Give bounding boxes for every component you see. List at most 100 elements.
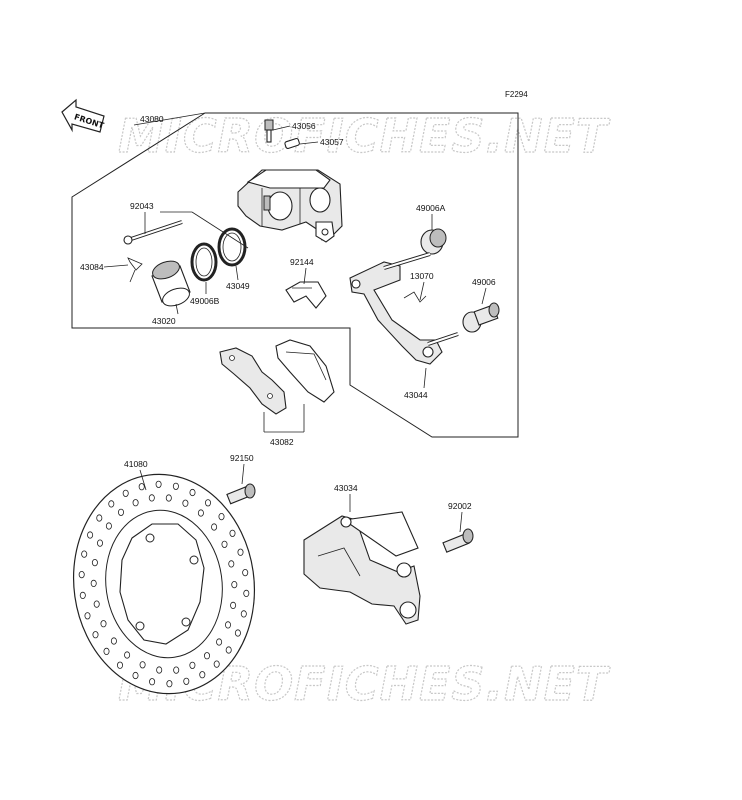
disc-hole <box>204 499 211 507</box>
disc-hole <box>240 610 247 618</box>
caliper-pin <box>123 220 183 245</box>
leader-lines <box>103 125 487 533</box>
label-43049: 43049 <box>226 281 250 291</box>
disc-hole <box>79 591 86 600</box>
label-43056: 43056 <box>292 121 316 131</box>
label-92002: 92002 <box>448 501 472 511</box>
disc-hole <box>108 500 115 508</box>
disc-hole <box>139 661 146 669</box>
dust-seal <box>217 227 247 267</box>
disc-hole <box>138 483 145 491</box>
disc-hole <box>225 646 232 654</box>
disc-hole <box>189 488 196 497</box>
disc-hole <box>166 680 173 688</box>
disc-hole <box>156 666 163 674</box>
label-43084: 43084 <box>80 262 104 272</box>
brake-disc <box>72 473 256 695</box>
label-43080: 43080 <box>140 114 164 124</box>
disc-hole <box>132 499 139 507</box>
disc-hole <box>173 666 180 674</box>
disc-hole <box>117 661 124 669</box>
disc-hole <box>87 531 94 539</box>
disc-hole <box>199 671 206 679</box>
disc-hole <box>97 539 104 547</box>
caliper-holder <box>303 511 421 625</box>
pad-spring <box>285 281 327 309</box>
disc-hole <box>105 522 112 530</box>
label-13070: 13070 <box>410 271 434 281</box>
disc-hole <box>149 678 156 686</box>
disc-hole <box>234 629 241 637</box>
disc-hole <box>211 523 218 531</box>
label-92144: 92144 <box>290 257 314 267</box>
disc-hole <box>230 601 237 610</box>
label-43034: 43034 <box>334 483 358 493</box>
disc-hole <box>218 512 225 521</box>
disc-hole <box>100 620 107 628</box>
disc-hole <box>237 548 244 556</box>
disc-hole <box>243 589 250 598</box>
disc-hole <box>189 661 196 669</box>
label-41080: 41080 <box>124 459 148 469</box>
disc-hole <box>81 550 88 558</box>
bleeder-cap <box>284 137 300 149</box>
watermark-top: MICROFICHES.NET <box>118 109 611 163</box>
assembly-box <box>71 112 519 438</box>
disc-hole <box>182 499 189 507</box>
disc-hole <box>96 514 103 522</box>
disc-hole <box>228 560 235 568</box>
label-49006: 49006 <box>472 277 496 287</box>
disc-holes <box>78 480 250 688</box>
disc-hole <box>213 660 220 668</box>
disc-hole <box>122 489 129 497</box>
front-arrow-icon: FRONT <box>61 98 105 133</box>
label-43057: 43057 <box>320 137 344 147</box>
disc-hole <box>110 637 117 645</box>
disc-hole <box>197 509 204 517</box>
disc-hole <box>229 529 236 537</box>
disc-hole <box>124 651 131 659</box>
figure-id: F2294 <box>505 90 528 99</box>
label-43020: 43020 <box>152 316 176 326</box>
label-92043: 92043 <box>130 201 154 211</box>
disc-hole <box>148 494 155 502</box>
caliper-bracket <box>349 252 459 365</box>
disc-hole <box>172 482 179 490</box>
piston-seal <box>190 242 218 282</box>
caliper-body <box>237 169 343 243</box>
disc-hole <box>91 558 98 567</box>
disc-hole <box>231 580 238 589</box>
disc-hole <box>242 568 249 577</box>
disc-hole <box>103 647 110 656</box>
disc-bolt <box>226 483 256 505</box>
label-43044: 43044 <box>404 390 428 400</box>
disc-hole <box>224 621 231 629</box>
bleeder-valve <box>264 119 274 143</box>
disc-hole <box>90 579 97 588</box>
disc-hole <box>203 652 210 660</box>
label-43082: 43082 <box>270 437 294 447</box>
label-49006b: 49006B <box>190 296 220 306</box>
disc-hole <box>183 677 190 685</box>
disc-hole <box>155 480 162 488</box>
label-92150: 92150 <box>230 453 254 463</box>
disc-hole <box>93 600 100 608</box>
holder-bolt <box>442 528 474 553</box>
disc-hole <box>84 612 91 620</box>
disc-hole <box>221 540 228 548</box>
boot-49006 <box>462 302 500 333</box>
boot-49006a <box>420 228 447 255</box>
disc-hole <box>216 638 223 646</box>
part-labels: 43080 43056 43057 92043 43084 43020 4900… <box>80 114 496 511</box>
disc-hole <box>165 494 172 502</box>
piston <box>151 260 191 307</box>
disc-hole <box>132 671 139 680</box>
disc-hole <box>78 570 85 579</box>
label-49006a: 49006A <box>416 203 446 213</box>
retaining-clip <box>127 257 143 283</box>
disc-hole <box>92 631 99 639</box>
disc-hole <box>118 508 125 516</box>
brake-pads <box>219 339 335 415</box>
